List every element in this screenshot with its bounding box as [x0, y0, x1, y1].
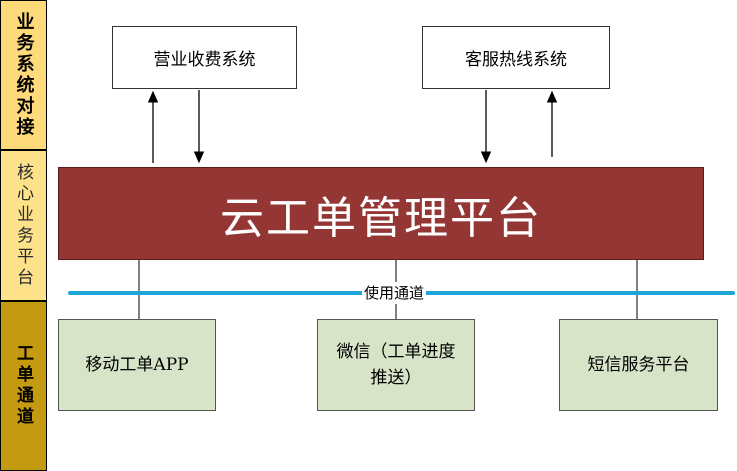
billing-system-box: 营业收费系统 [112, 26, 297, 89]
channel-bus-label: 使用通道 [362, 282, 427, 304]
layer-label-core-platform: 核心业务平台 [0, 150, 47, 301]
hotline-system-label: 客服热线系统 [465, 50, 567, 70]
layer-label-ticket-channels: 工单通道 [0, 301, 47, 471]
wechat-label: 微信（工单进度推送） [336, 342, 456, 388]
layer-label-business-integration: 业务系统对接 [0, 0, 47, 150]
layer-label-text: 核心业务平台 [13, 162, 33, 289]
platform-title: 云工单管理平台 [220, 192, 542, 244]
mobile-app-label: 移动工单APP [85, 355, 189, 375]
mobile-app-channel-box: 移动工单APP [58, 319, 216, 411]
hotline-system-box: 客服热线系统 [422, 26, 610, 89]
cloud-ticket-platform-box: 云工单管理平台 [58, 167, 704, 260]
layer-label-text: 工单通道 [13, 344, 33, 428]
billing-system-label: 营业收费系统 [153, 50, 256, 70]
layer-label-text: 业务系统对接 [13, 12, 35, 138]
sms-label: 短信服务平台 [587, 355, 690, 375]
sms-channel-box: 短信服务平台 [559, 319, 718, 411]
wechat-channel-box: 微信（工单进度推送） [317, 319, 475, 411]
